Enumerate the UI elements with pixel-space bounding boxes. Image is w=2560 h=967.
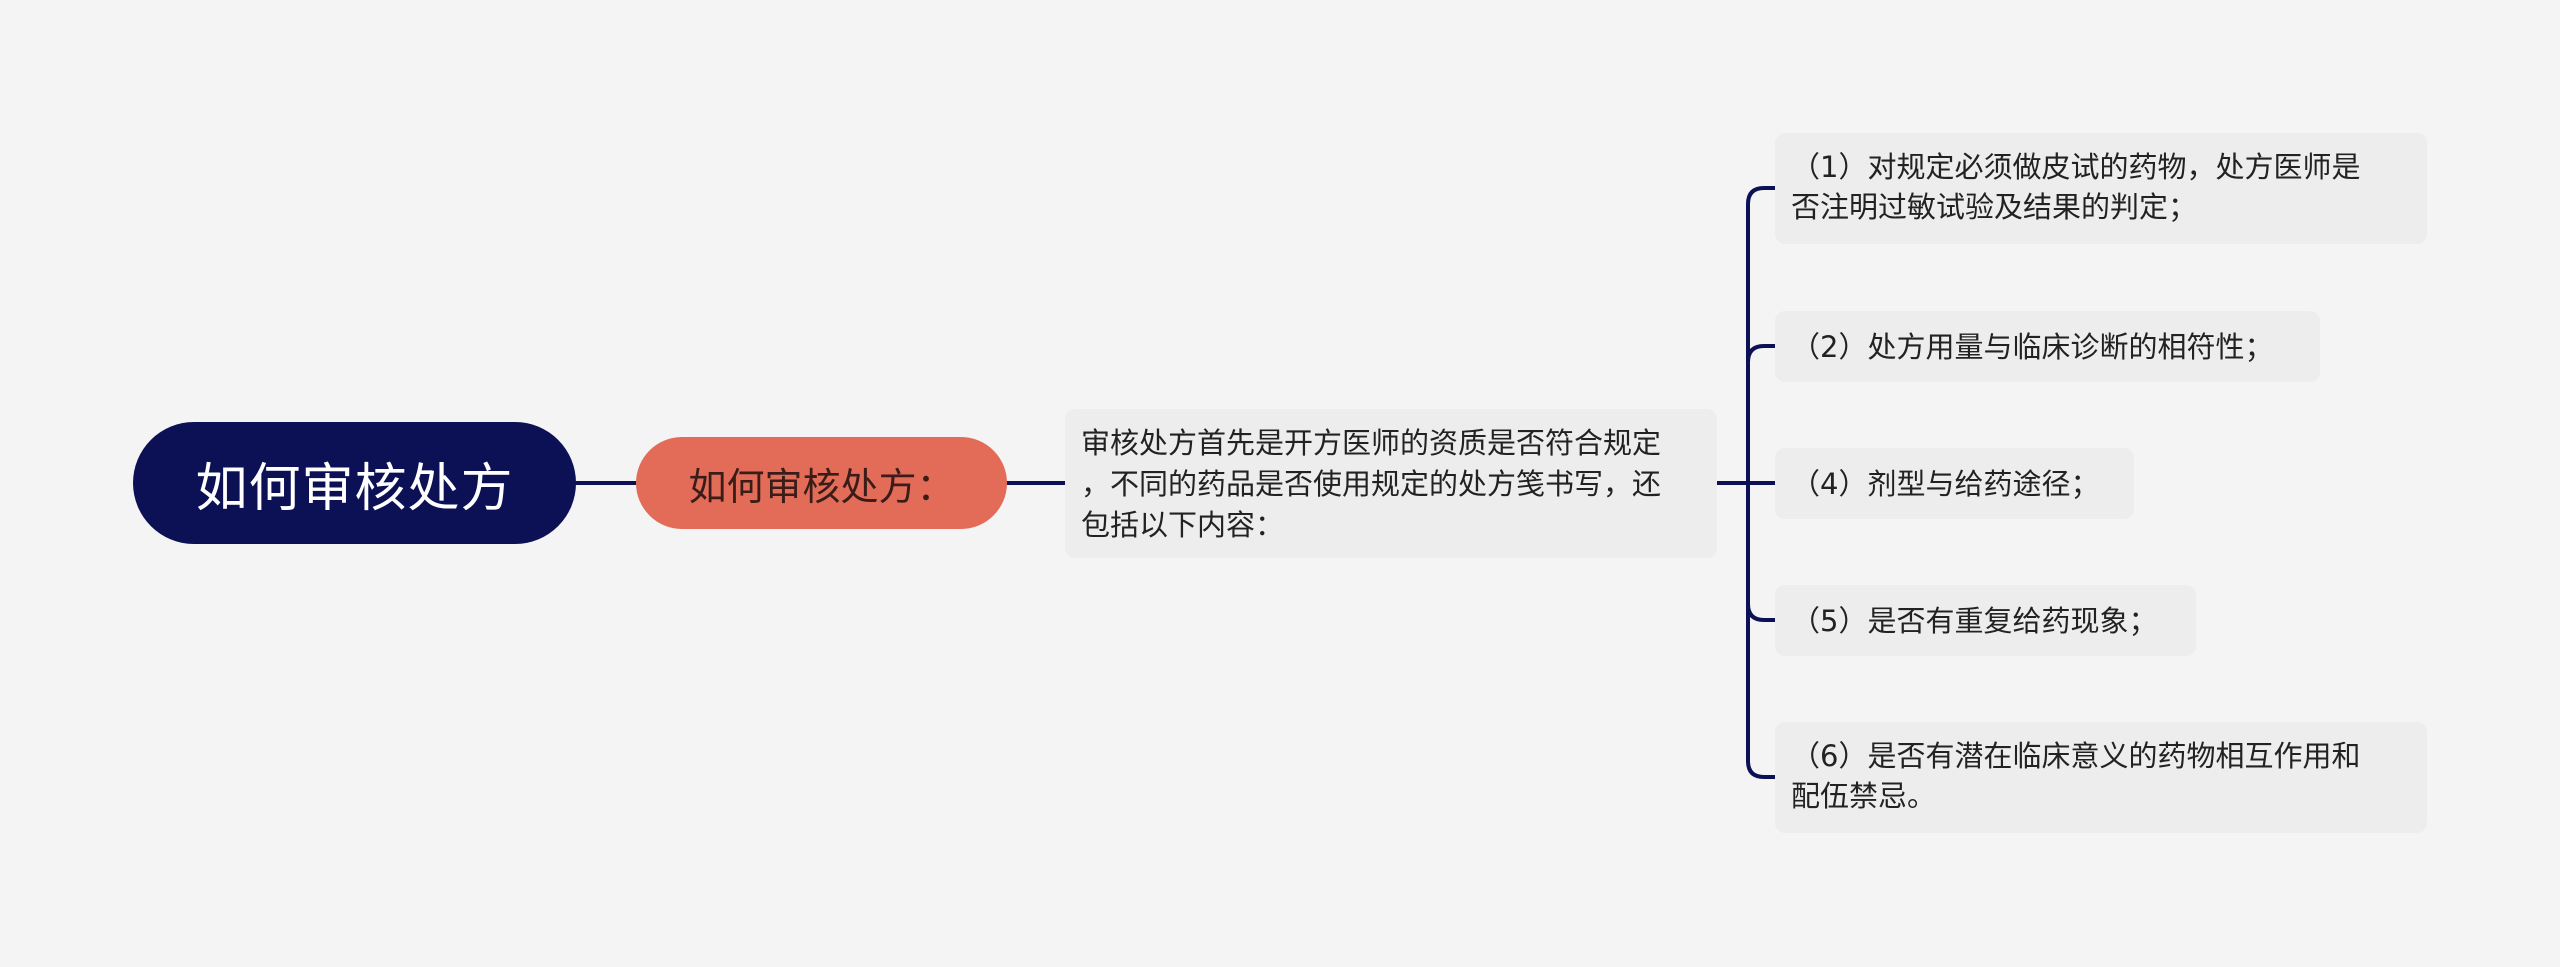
leaf-node-5-line: 配伍禁忌。 (1791, 779, 1937, 813)
connector-branch-2 (1746, 344, 1777, 485)
connector-branch-5 (1746, 481, 1777, 779)
leaf-node-2[interactable]: （2）处方用量与临床诊断的相符性； (1775, 311, 2320, 382)
leaf-node-3-label: （4）剂型与给药途径； (1791, 466, 2100, 501)
leaf-node-1[interactable]: （1）对规定必须做皮试的药物，处方医师是 否注明过敏试验及结果的判定； (1775, 133, 2427, 244)
leaf-node-2-label: （2）处方用量与临床诊断的相符性； (1791, 329, 2274, 364)
leaf-node-5-line: （6）是否有潜在临床意义的药物相互作用和 (1791, 739, 2361, 773)
subtopic-line: 审核处方首先是开方医师的资质是否符合规定 (1081, 426, 1662, 460)
root-node[interactable]: 如何审核处方 (133, 422, 576, 544)
leaf-node-3[interactable]: （4）剂型与给药途径； (1775, 448, 2134, 519)
topic-node[interactable]: 如何审核处方： (636, 437, 1007, 529)
subtopic-line: ，不同的药品是否使用规定的处方笺书写，还 (1081, 467, 1662, 501)
leaf-node-4[interactable]: （5）是否有重复给药现象； (1775, 585, 2196, 656)
subtopic-node[interactable]: 审核处方首先是开方医师的资质是否符合规定 ，不同的药品是否使用规定的处方笺书写，… (1065, 409, 1717, 558)
leaf-node-5[interactable]: （6）是否有潜在临床意义的药物相互作用和 配伍禁忌。 (1775, 722, 2427, 833)
root-node-label: 如何审核处方 (195, 458, 514, 519)
connector-branch-1 (1746, 186, 1777, 485)
leaf-node-4-label: （5）是否有重复给药现象； (1791, 603, 2158, 638)
topic-node-label: 如何审核处方： (688, 464, 955, 509)
subtopic-line: 包括以下内容： (1081, 508, 1285, 542)
leaf-node-1-line: 否注明过敏试验及结果的判定； (1791, 190, 2198, 224)
leaf-node-1-line: （1）对规定必须做皮试的药物，处方医师是 (1791, 150, 2361, 184)
connector-branch-4 (1746, 481, 1777, 622)
